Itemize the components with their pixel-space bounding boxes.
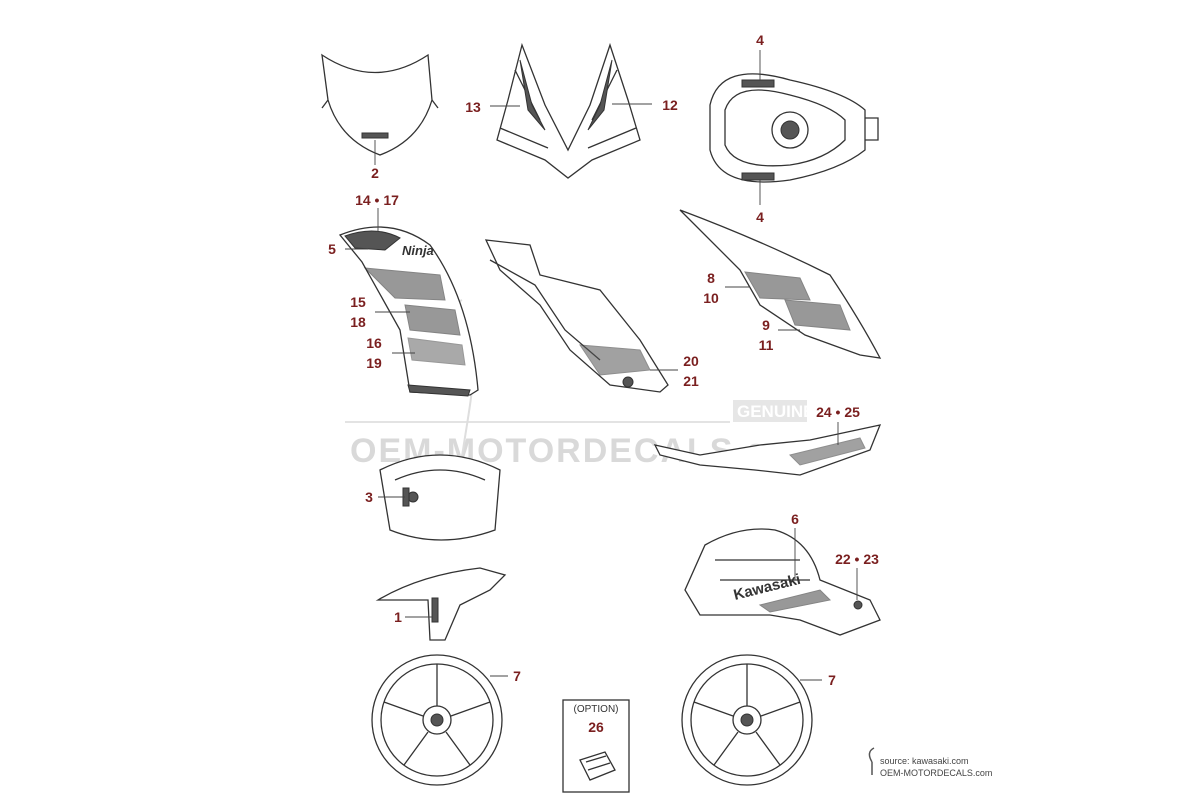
site-logo-icon [868, 747, 875, 775]
source-text: source: kawasaki.com [880, 756, 969, 766]
callout-20: 20 [683, 353, 699, 369]
rear-wheel-part [681, 654, 822, 786]
callout-5: 5 [328, 241, 336, 257]
callout-10: 10 [703, 290, 719, 306]
callout-8: 8 [707, 270, 715, 286]
callout-4-bottom: 4 [756, 209, 764, 225]
lower-cowl-part: Kawasaki [684, 528, 881, 636]
footer: source: kawasaki.com OEM-MOTORDECALS.com [868, 747, 992, 778]
watermark-badge: GENUINE [737, 402, 814, 421]
callout-15: 15 [350, 294, 366, 310]
upper-cowl-part [490, 42, 652, 179]
callout-4-top: 4 [756, 32, 764, 48]
callout-7-right: 7 [828, 672, 836, 688]
callout-6: 6 [791, 511, 799, 527]
callout-26: 26 [588, 719, 604, 735]
callout-19: 19 [366, 355, 382, 371]
callout-13: 13 [465, 99, 481, 115]
callout-9: 9 [762, 317, 770, 333]
windscreen-part [321, 53, 439, 165]
callout-12: 12 [662, 97, 678, 113]
inner-fairing-part [484, 239, 678, 393]
option-box: (OPTION) [562, 699, 630, 793]
callout-1: 1 [394, 609, 402, 625]
front-fender-top-part [378, 454, 501, 541]
callout-24-25: 24 • 25 [816, 404, 860, 420]
callout-18: 18 [350, 314, 366, 330]
callout-22-23: 22 • 23 [835, 551, 879, 567]
front-fender-part [375, 567, 507, 641]
side-fairing-part: Ninja [338, 208, 479, 397]
callout-21: 21 [683, 373, 699, 389]
callout-14-17: 14 • 17 [355, 192, 399, 208]
option-label: (OPTION) [574, 704, 619, 715]
front-wheel-part [371, 654, 508, 786]
site-text: OEM-MOTORDECALS.com [880, 768, 992, 778]
callout-16: 16 [366, 335, 382, 351]
callout-11: 11 [759, 337, 774, 353]
callouts: 2 13 12 4 4 14 • 17 5 15 18 16 19 20 21 … [328, 32, 879, 735]
ninja-decal-text: Ninja [402, 243, 434, 258]
fuel-tank-part [709, 50, 879, 205]
tail-cowl-part [679, 209, 882, 359]
callout-7-left: 7 [513, 668, 521, 684]
under-tail-part [653, 422, 882, 476]
callout-3: 3 [365, 489, 373, 505]
callout-2: 2 [371, 165, 379, 181]
